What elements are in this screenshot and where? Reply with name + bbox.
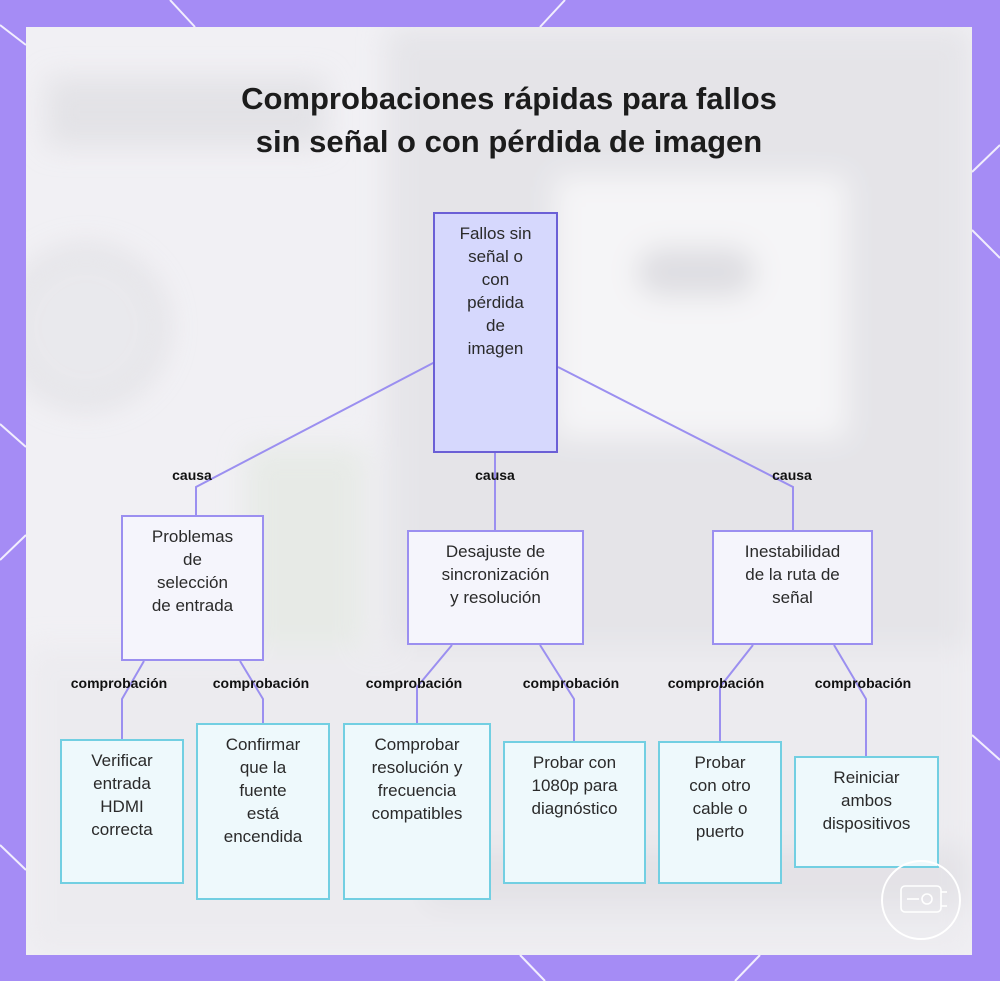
edge-root-m1 [196, 362, 435, 515]
edge-label-comprobacion-6: comprobación [815, 675, 911, 691]
device-logo-icon [883, 862, 959, 938]
edge-m3-l5 [720, 645, 753, 741]
edge-m2-l4 [540, 645, 574, 741]
node-signal-path: Inestabilidad de la ruta de señal [712, 530, 873, 645]
watermark-badge [881, 860, 961, 940]
node-input-selection: Problemas de selección de entrada [121, 515, 264, 661]
node-root: Fallos sin señal o con pérdida de imagen [433, 212, 558, 453]
edge-label-causa-3: causa [772, 467, 812, 483]
edge-root-m3 [558, 367, 793, 530]
node-check-hdmi-input: Verificar entrada HDMI correcta [60, 739, 184, 884]
node-check-source-on: Confirmar que la fuente está encendida [196, 723, 330, 900]
node-sync-resolution: Desajuste de sincronización y resolución [407, 530, 584, 645]
edge-label-comprobacion-2: comprobación [213, 675, 309, 691]
node-check-resolution: Comprobar resolución y frecuencia compat… [343, 723, 491, 900]
edge-label-comprobacion-4: comprobación [523, 675, 619, 691]
edge-label-comprobacion-1: comprobación [71, 675, 167, 691]
diagram-card: Comprobaciones rápidas para fallos sin s… [26, 27, 972, 955]
edge-label-comprobacion-5: comprobación [668, 675, 764, 691]
edge-m1-l1 [122, 661, 144, 739]
edge-m3-l6 [834, 645, 866, 756]
edge-label-causa-1: causa [172, 467, 212, 483]
edge-label-causa-2: causa [475, 467, 515, 483]
edge-m1-l2 [240, 661, 263, 723]
node-check-1080p: Probar con 1080p para diagnóstico [503, 741, 646, 884]
node-check-restart: Reiniciar ambos dispositivos [794, 756, 939, 868]
edge-label-comprobacion-3: comprobación [366, 675, 462, 691]
node-check-cable-port: Probar con otro cable o puerto [658, 741, 782, 884]
